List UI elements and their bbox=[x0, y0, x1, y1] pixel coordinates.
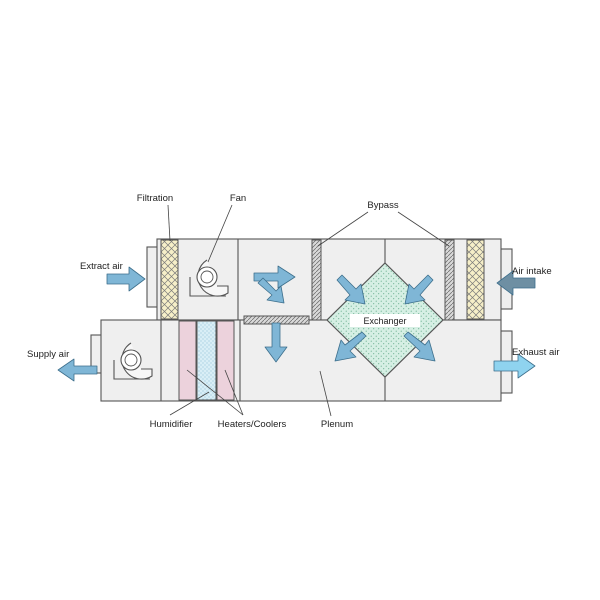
bypass-damper-right bbox=[444, 239, 455, 321]
heaters-leader-right bbox=[224, 369, 244, 416]
filtration-leader bbox=[167, 204, 171, 242]
mixing-arrow-right bbox=[253, 265, 296, 289]
heater-coil-1 bbox=[178, 320, 197, 401]
supply-air-arrow bbox=[57, 358, 98, 382]
bypass-leader-right bbox=[397, 211, 450, 247]
extract-inlet-collar bbox=[146, 246, 159, 308]
supply-air-label: Supply air bbox=[27, 349, 69, 360]
supply-fan bbox=[113, 342, 153, 380]
exchanger-arrow-bottom-left bbox=[334, 331, 367, 362]
heaters-leader-left bbox=[186, 369, 244, 416]
heaters-coolers-label: Heaters/Coolers bbox=[218, 419, 287, 430]
humidifier-unit bbox=[196, 320, 217, 401]
exchanger-arrow-bottom-right bbox=[403, 331, 436, 362]
exchanger-arrow-top-right bbox=[404, 274, 434, 305]
humidifier-leader bbox=[169, 391, 210, 416]
bypass-damper-left bbox=[311, 239, 322, 321]
bypass-leader-left bbox=[317, 211, 369, 247]
extract-air-arrow bbox=[106, 266, 146, 292]
extract-air-label: Extract air bbox=[80, 261, 123, 272]
intake-filter bbox=[466, 239, 485, 320]
exchanger-label-box bbox=[350, 314, 420, 327]
plenum-label: Plenum bbox=[321, 419, 353, 430]
filtration-label: Filtration bbox=[137, 193, 173, 204]
extract-filter bbox=[160, 239, 179, 320]
humidifier-label: Humidifier bbox=[150, 419, 193, 430]
exhaust-air-label: Exhaust air bbox=[512, 347, 560, 358]
exchanger-arrow-top-left bbox=[336, 274, 366, 305]
exchanger-label: Exchanger bbox=[363, 316, 406, 326]
air-intake-arrow bbox=[496, 270, 536, 296]
fan-leader bbox=[207, 204, 233, 263]
bypass-label: Bypass bbox=[367, 200, 398, 211]
mixing-arrow-diagonal bbox=[257, 277, 285, 304]
fan-label: Fan bbox=[230, 193, 246, 204]
plenum-leader bbox=[319, 370, 332, 417]
air-intake-label: Air intake bbox=[512, 266, 552, 277]
heater-coil-2 bbox=[216, 320, 235, 401]
supply-down-arrow bbox=[264, 322, 288, 363]
exhaust-air-arrow bbox=[493, 353, 536, 379]
extract-fan bbox=[189, 259, 229, 297]
